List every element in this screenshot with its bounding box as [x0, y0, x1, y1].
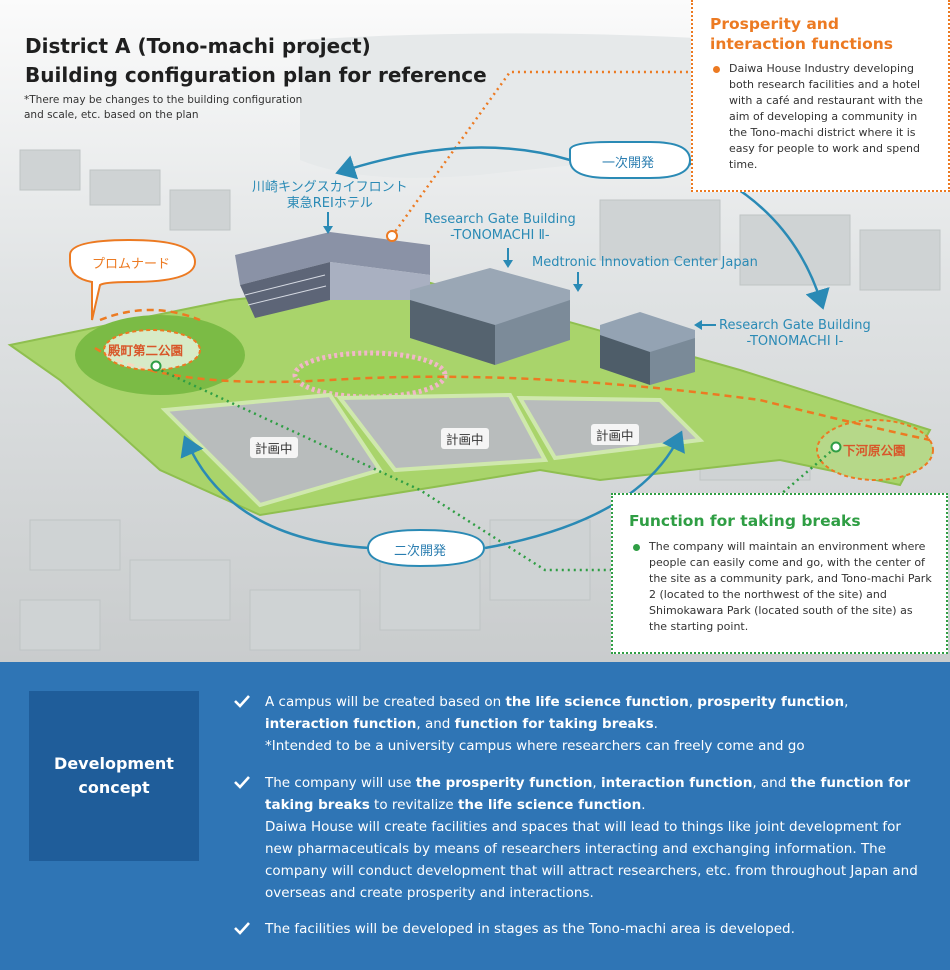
rgb1-label-line-2: -TONOMACHI Ⅰ-	[746, 334, 844, 349]
concept-item-2-body: Daiwa House will create facilities and s…	[265, 819, 918, 901]
check-icon	[234, 776, 250, 789]
title-line-2: Building configuration plan for referenc…	[25, 63, 487, 87]
concept-item-3: The facilities will be developed in stag…	[233, 918, 923, 940]
breaks-callout-title: Function for taking breaks	[629, 512, 861, 530]
planned-lot-label: 計画中	[250, 437, 298, 458]
bullet-dot	[713, 66, 720, 73]
page-title: District A (Tono-machi project) Building…	[25, 32, 487, 90]
text-run: A campus will be created based on	[265, 694, 506, 710]
check-icon	[234, 695, 250, 708]
prosperity-callout-title: Prosperity and interaction functions	[710, 15, 893, 53]
concept-item-3-text: The facilities will be developed in stag…	[265, 921, 795, 937]
prosperity-callout: Prosperity and interaction functions Dai…	[691, 0, 950, 192]
planned-lot-label: 計画中	[591, 424, 639, 445]
medtronic-label: Medtronic Innovation Center Japan	[532, 255, 758, 270]
emphasis: interaction function	[600, 775, 753, 791]
text-run: ,	[844, 694, 849, 710]
emphasis: the prosperity function	[415, 775, 593, 791]
text-run: to revitalize	[369, 797, 458, 813]
concept-label-line-2: concept	[78, 778, 150, 797]
text-run: ,	[688, 694, 698, 710]
development-concept-label: Development concept	[29, 691, 199, 861]
concept-item-1: A campus will be created based on the li…	[233, 691, 923, 757]
planned-lot-label: 計画中	[441, 428, 489, 449]
hotel-label-line-1: 川崎キングスカイフロント	[252, 180, 408, 195]
promenade-label: プロムナード	[92, 257, 171, 272]
rgb1-label: Research Gate Building -TONOMACHI Ⅰ-	[719, 318, 871, 350]
shimokawara-park-label: 下河原公園	[843, 443, 906, 458]
breaks-callout-body: The company will maintain an environment…	[649, 540, 932, 633]
bullet-dot	[633, 544, 640, 551]
concept-item-1-text: A campus will be created based on the li…	[265, 691, 923, 757]
emphasis: the life science function	[457, 797, 642, 813]
text-run: ,	[592, 775, 601, 791]
hotel-label: 川崎キングスカイフロント 東急REIホテル	[252, 180, 408, 212]
check-icon	[234, 922, 250, 935]
first-development-label: 一次開発	[602, 156, 655, 171]
emphasis: prosperity function	[697, 694, 845, 710]
concept-item-2: The company will use the prosperity func…	[233, 772, 923, 904]
concept-item-2-text: The company will use the prosperity func…	[265, 772, 923, 904]
prosperity-callout-body: Daiwa House Industry developing both res…	[729, 62, 923, 171]
text-run: .	[641, 797, 646, 813]
hotel-label-line-2: 東急REIホテル	[286, 196, 373, 211]
emphasis: the life science function	[505, 694, 689, 710]
text-run: .	[653, 716, 658, 732]
emphasis: the function for taking breaks	[265, 775, 911, 813]
concept-label-line-1: Development	[54, 754, 174, 773]
rgb2-label-line-2: -TONOMACHI Ⅱ-	[450, 228, 550, 243]
second-development-label: 二次開発	[394, 544, 447, 559]
emphasis: function for taking breaks	[454, 716, 654, 732]
tonomachi-park2-label: 殿町第二公園	[108, 343, 184, 358]
plan-note: *There may be changes to the building co…	[24, 94, 303, 121]
title-line-1: District A (Tono-machi project)	[25, 34, 371, 58]
rgb2-label-line-1: Research Gate Building	[424, 212, 576, 227]
development-concept-section: Development concept A campus will be cre…	[0, 662, 950, 970]
rgb1-label-line-1: Research Gate Building	[719, 318, 871, 333]
concept-item-1-note: *Intended to be a university campus wher…	[265, 738, 805, 754]
text-run: , and	[752, 775, 791, 791]
breaks-callout: Function for taking breaks The company w…	[611, 493, 948, 654]
text-run: , and	[416, 716, 455, 732]
emphasis: interaction function	[265, 716, 417, 732]
rgb2-label: Research Gate Building -TONOMACHI Ⅱ-	[424, 212, 576, 244]
text-run: The company will use	[265, 775, 416, 791]
